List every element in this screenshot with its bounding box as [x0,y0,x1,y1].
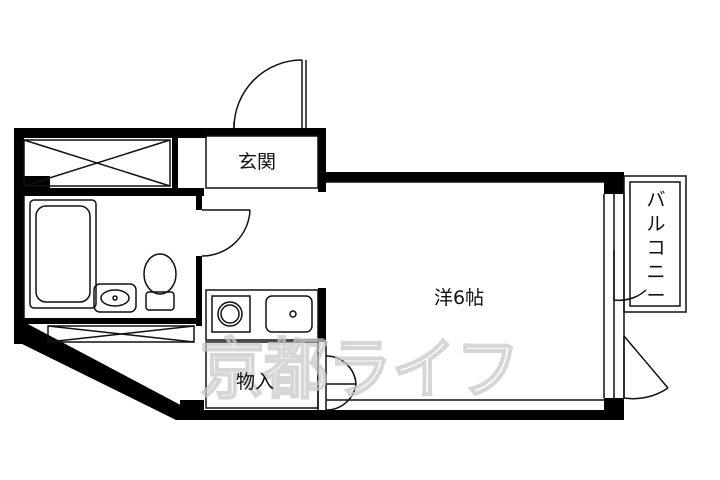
bath-door [201,209,251,257]
balcony [623,175,687,313]
closet [23,139,171,187]
front-door [233,59,307,129]
entrance-label: 玄関 [238,151,276,173]
toilet [143,253,177,311]
svg-text:コ: コ [646,237,665,259]
western-room-label: 洋6帖 [434,287,484,309]
balcony-door [613,250,647,302]
entrance-area [205,135,319,189]
svg-text:ー: ー [646,285,665,307]
side-door [623,335,669,400]
walls [14,128,624,420]
stove [211,295,251,333]
kitchen-counter [205,289,319,341]
svg-text:バ: バ [646,189,665,211]
watermark: 京都ライフ [200,331,520,408]
bathtub [29,199,97,309]
kitchen-sink [265,295,313,333]
storage-door [325,355,357,411]
doors [201,59,669,411]
balcony-label: バ ル コ ニ ー [646,189,665,307]
svg-text:ル: ル [646,213,665,235]
washbasin [93,283,137,313]
svg-text:ニ: ニ [646,261,665,283]
storage-label: 物入 [236,371,274,393]
